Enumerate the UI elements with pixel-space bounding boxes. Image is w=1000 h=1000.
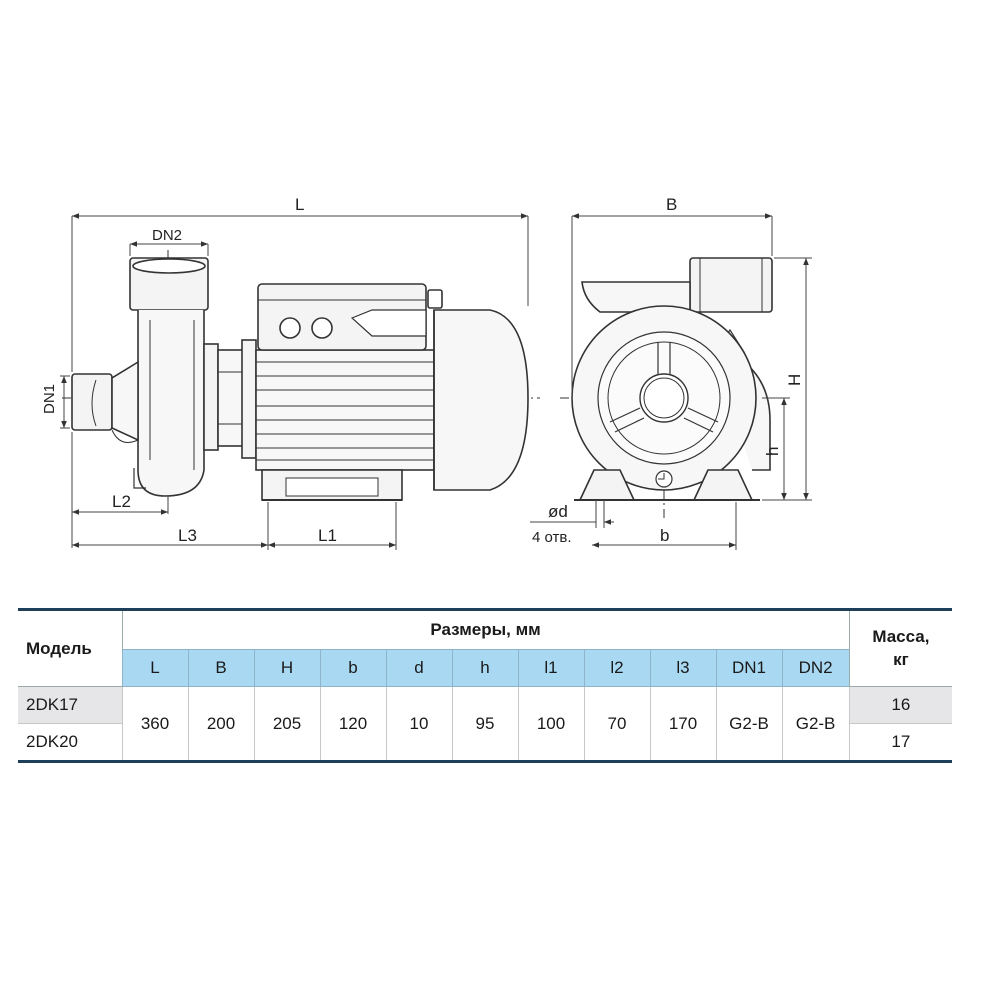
dim-label-DN1: DN1 bbox=[41, 384, 58, 414]
col-header-l3: l3 bbox=[649, 649, 716, 687]
value-cell-L: 360 bbox=[121, 686, 188, 763]
value-cell-d: 10 bbox=[385, 686, 452, 763]
dim-label-L1: L1 bbox=[318, 526, 337, 545]
col-header-H: H bbox=[253, 649, 320, 687]
value-cell-l3: 170 bbox=[649, 686, 716, 763]
value-cell-H: 205 bbox=[253, 686, 320, 763]
mass-header-line1: Масса, bbox=[872, 627, 930, 647]
col-header-h: h bbox=[451, 649, 518, 687]
col-header-l2: l2 bbox=[583, 649, 650, 687]
value-cell-DN2: G2-B bbox=[781, 686, 850, 763]
dim-label-h: h bbox=[763, 447, 782, 456]
dim-label-DN2: DN2 bbox=[152, 227, 182, 244]
dim-label-L3: L3 bbox=[178, 526, 197, 545]
model-header: Модель bbox=[18, 608, 122, 687]
dim-label-holes: 4 отв. bbox=[532, 529, 572, 546]
model-cell: 2DK20 bbox=[18, 723, 122, 763]
value-cell-h: 95 bbox=[451, 686, 518, 763]
col-header-d: d bbox=[385, 649, 452, 687]
dim-label-b: b bbox=[660, 526, 669, 545]
front-view-dimensions bbox=[530, 213, 812, 550]
col-header-DN2: DN2 bbox=[781, 649, 850, 687]
front-view bbox=[560, 257, 790, 520]
col-header-l1: l1 bbox=[517, 649, 584, 687]
col-header-b: b bbox=[319, 649, 386, 687]
col-header-B: B bbox=[187, 649, 254, 687]
table-row: 2DK17 360 200 205 120 10 95 100 70 170 G… bbox=[18, 686, 953, 763]
side-view bbox=[62, 250, 540, 510]
value-cell-l2: 70 bbox=[583, 686, 650, 763]
pump-dimension-drawing: L DN2 DN1 L2 L3 L1 B H h ød 4 отв. b bbox=[41, 195, 812, 550]
value-cell-b: 120 bbox=[319, 686, 386, 763]
dim-label-L: L bbox=[295, 195, 304, 214]
table-row: 2DK20 17 bbox=[18, 723, 953, 763]
specs-table: Модель Размеры, мм Масса, кг L B H b d h… bbox=[18, 608, 953, 763]
dim-label-H: H bbox=[785, 374, 804, 386]
mass-cell: 17 bbox=[848, 723, 953, 763]
value-cell-B: 200 bbox=[187, 686, 254, 763]
col-header-L: L bbox=[121, 649, 188, 687]
dim-label-d: ød bbox=[548, 502, 568, 521]
value-cell-l1: 100 bbox=[517, 686, 584, 763]
dim-label-B: B bbox=[666, 195, 677, 214]
sizes-header: Размеры, мм bbox=[121, 608, 850, 650]
side-view-dimensions bbox=[60, 213, 529, 550]
mass-header-line2: кг bbox=[893, 649, 909, 669]
specs-table-wrapper: Модель Размеры, мм Масса, кг L B H b d h… bbox=[18, 608, 953, 763]
col-header-DN1: DN1 bbox=[715, 649, 782, 687]
model-cell: 2DK17 bbox=[18, 686, 122, 724]
dim-label-L2: L2 bbox=[112, 492, 131, 511]
mass-header: Масса, кг bbox=[848, 608, 953, 687]
mass-cell: 16 bbox=[848, 686, 953, 724]
value-cell-DN1: G2-B bbox=[715, 686, 782, 763]
